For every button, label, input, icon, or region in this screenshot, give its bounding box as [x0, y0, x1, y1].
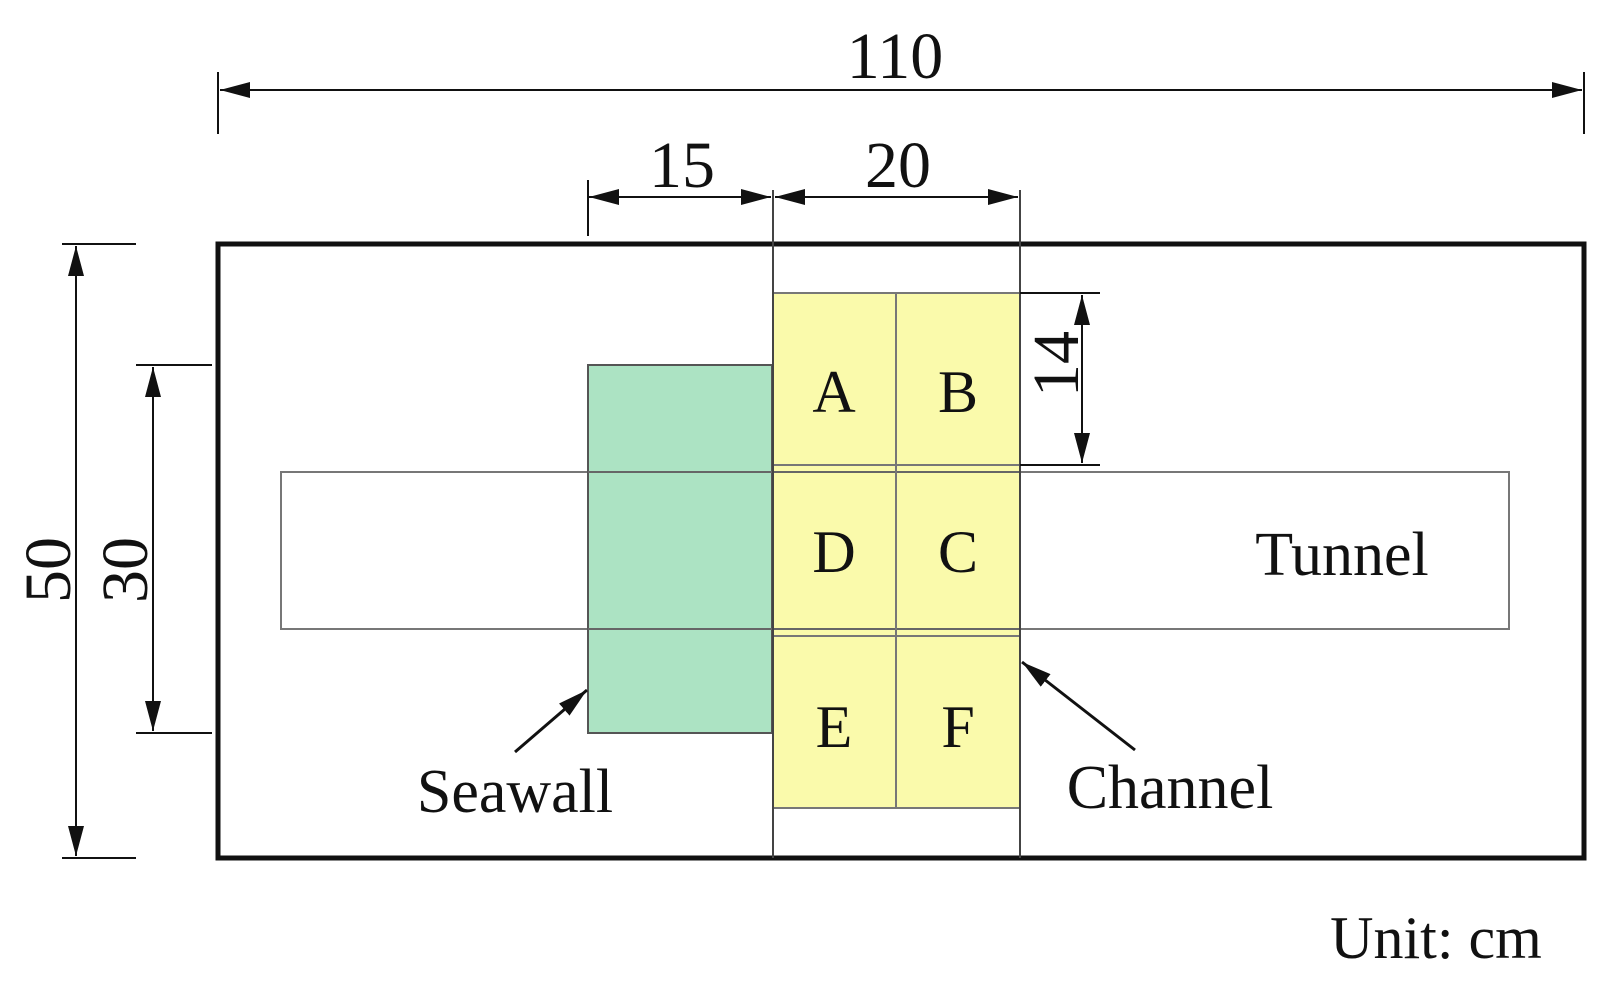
- cell-label-c: C: [938, 519, 978, 585]
- cell-label-a: A: [812, 359, 855, 425]
- dimension-seawall-height: 30: [89, 364, 212, 734]
- dimension-50-label: 50: [12, 537, 85, 603]
- dimension-15-label: 15: [649, 129, 715, 202]
- dimension-110-label: 110: [847, 20, 944, 93]
- cell-label-f: F: [941, 694, 974, 760]
- seawall-label: Seawall: [417, 758, 613, 826]
- dimension-channel-width: 20: [775, 129, 1018, 205]
- dimension-total-length: 110: [217, 20, 1585, 134]
- dimension-30-label: 30: [89, 537, 162, 603]
- dimension-cell-height: 14: [1020, 292, 1100, 466]
- cell-label-b: B: [938, 359, 978, 425]
- seawall-pointer-arrow: [514, 688, 588, 754]
- unit-label: Unit: cm: [1330, 905, 1542, 971]
- cell-label-e: E: [816, 694, 853, 760]
- basin-outline: [215, 241, 1587, 861]
- dimension-seawall-width: 15: [587, 129, 771, 236]
- channel-pointer-arrow: [1021, 660, 1136, 752]
- channel-label: Channel: [1067, 754, 1274, 822]
- cell-label-d: D: [812, 519, 855, 585]
- dimension-14-label: 14: [1020, 331, 1093, 397]
- seawall-block: [587, 364, 773, 734]
- dimension-total-height: 50: [12, 243, 136, 859]
- dimension-20-label: 20: [865, 129, 931, 202]
- tunnel-label: Tunnel: [1255, 521, 1428, 589]
